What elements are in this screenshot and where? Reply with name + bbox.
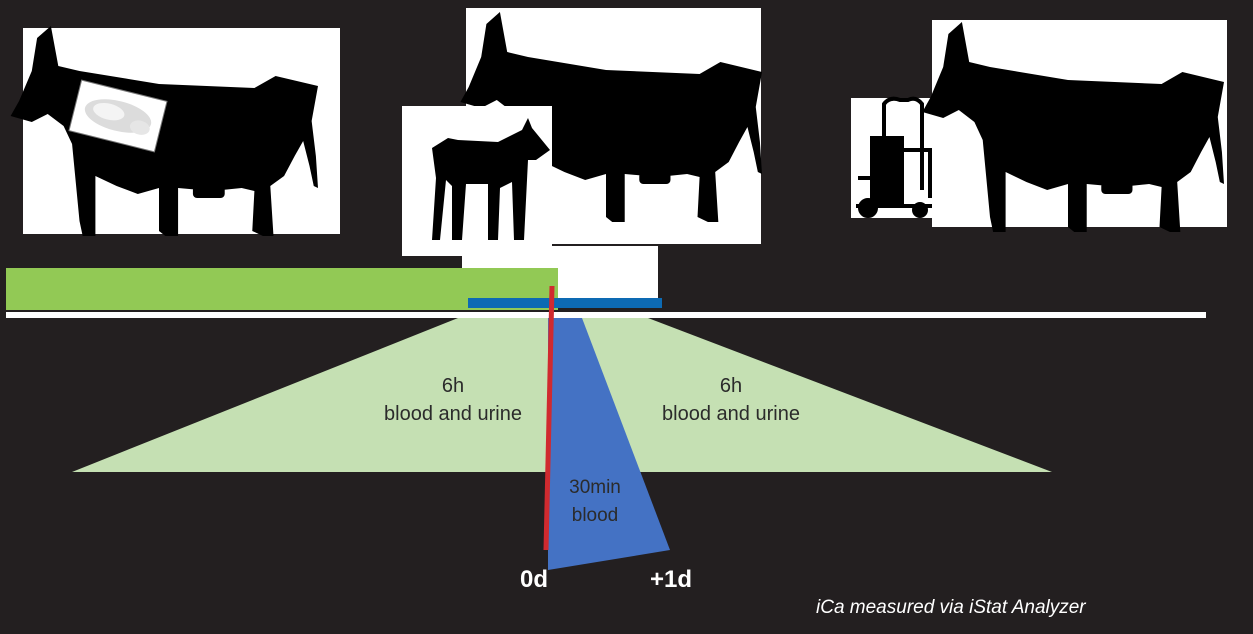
right-window-samples: blood and urine bbox=[636, 400, 826, 428]
peripartum-bar bbox=[468, 298, 662, 308]
center-window-label: 30min blood bbox=[550, 474, 640, 530]
center-window-duration: 30min bbox=[550, 474, 640, 502]
day-zero-label: 0d bbox=[520, 566, 548, 594]
right-window-label: 6h blood and urine bbox=[636, 372, 826, 428]
left-window-samples: blood and urine bbox=[358, 400, 548, 428]
timeline-axis bbox=[6, 312, 1206, 318]
center-window-samples: blood bbox=[550, 502, 640, 530]
footnote: iCa measured via iStat Analyzer bbox=[816, 597, 1086, 619]
right-window-duration: 6h bbox=[636, 372, 826, 400]
left-window-label: 6h blood and urine bbox=[358, 372, 548, 428]
day-plus-one-label: +1d bbox=[650, 566, 692, 594]
left-window-duration: 6h bbox=[358, 372, 548, 400]
